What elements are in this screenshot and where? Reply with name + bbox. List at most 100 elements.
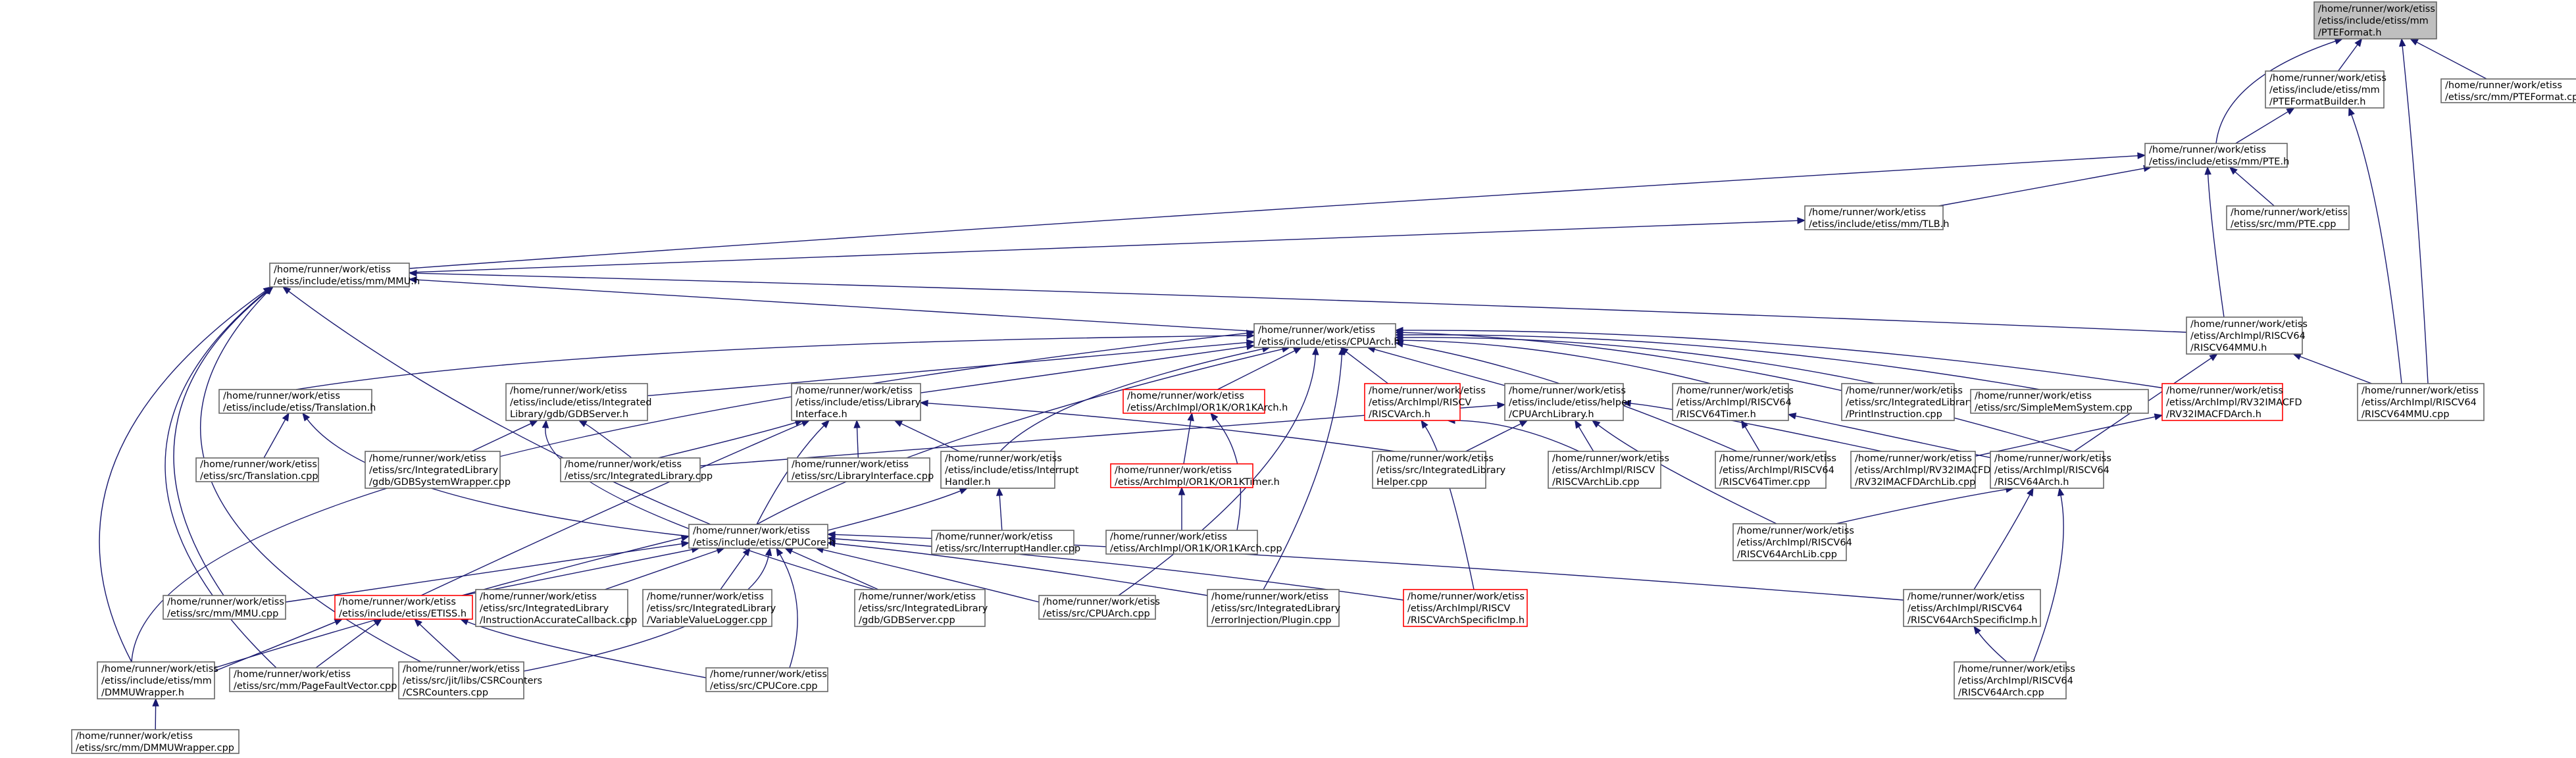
edge-line — [1973, 494, 2031, 590]
dependency-edge-riscv64mmu_h-to-pte_h — [2204, 166, 2225, 318]
edge-line — [420, 422, 803, 596]
file-node-riscvarchlib-cpp[interactable]: /home/runner/work/etiss/etiss/ArchImpl/R… — [1548, 451, 1669, 489]
file-node-rv32imacfdarch-h[interactable]: /home/runner/work/etiss/etiss/ArchImpl/R… — [2161, 383, 2302, 421]
node-box — [505, 383, 648, 421]
arrowhead-icon — [1421, 419, 1428, 429]
file-node-riscv64mmu-h[interactable]: /home/runner/work/etiss/etiss/ArchImpl/R… — [2186, 316, 2308, 355]
file-node-cpucore-cpp[interactable]: /home/runner/work/etiss/etiss/src/CPUCor… — [705, 667, 828, 692]
file-node-csrcounters-cpp[interactable]: /home/runner/work/etiss/etiss/src/jit/li… — [398, 661, 542, 699]
file-node-or1karch-cpp[interactable]: /home/runner/work/etiss/etiss/ArchImpl/O… — [1105, 530, 1282, 555]
edge-line — [214, 621, 336, 672]
file-node-tlb-h[interactable]: /home/runner/work/etiss/etiss/include/et… — [1804, 205, 1949, 230]
dependency-edge-riscv64arch_cpp-to-riscv64archspecificimp_h — [1973, 625, 2008, 663]
arrowhead-icon — [1575, 419, 1582, 429]
node-label-line: /home/runner/work/etiss — [1975, 391, 2092, 401]
file-node-errorinjection-cpp[interactable]: /home/runner/work/etiss/etiss/src/Integr… — [1207, 589, 1341, 627]
file-node-dmmuwrapper-h[interactable]: /home/runner/work/etiss/etiss/include/et… — [97, 661, 218, 699]
node-label-line: /home/runner/work/etiss — [1211, 592, 1328, 602]
file-node-riscv64timer-h[interactable]: /home/runner/work/etiss/etiss/ArchImpl/R… — [1672, 383, 1794, 421]
edge-line — [1402, 334, 2040, 390]
edge-line — [1578, 426, 1594, 452]
edge-line — [467, 621, 707, 678]
arrowhead-icon — [2229, 166, 2238, 175]
file-node-cpuarchlibrary-h[interactable]: /home/runner/work/etiss/etiss/include/et… — [1504, 383, 1631, 421]
file-node-riscv64arch-cpp[interactable]: /home/runner/work/etiss/etiss/ArchImpl/R… — [1954, 661, 2075, 699]
arrowhead-icon — [2292, 353, 2302, 360]
arrowhead-icon — [459, 619, 469, 626]
file-node-rv32imacfdarchlib-cpp[interactable]: /home/runner/work/etiss/etiss/ArchImpl/R… — [1850, 451, 1991, 489]
file-node-pte-cpp[interactable]: /home/runner/work/etiss/etiss/src/mm/PTE… — [2226, 205, 2350, 230]
edge-line — [416, 272, 2187, 333]
file-node-instructionaccuratecallback-cpp[interactable]: /home/runner/work/etiss/etiss/src/Integr… — [475, 589, 637, 627]
node-label-line: /home/runner/work/etiss — [2269, 73, 2387, 84]
arrowhead-icon — [1591, 420, 1601, 428]
edge-line — [1402, 332, 2073, 452]
file-node-gdbserver-cpp[interactable]: /home/runner/work/etiss/etiss/src/Integr… — [854, 589, 988, 627]
file-node-translation-cpp[interactable]: /home/runner/work/etiss/etiss/src/Transl… — [195, 457, 319, 482]
node-label-line: /etiss/src/IntegratedLibrary — [1211, 603, 1341, 614]
node-label-line: /etiss/src/IntegratedLibrary — [647, 603, 776, 614]
node-box — [2440, 78, 2576, 103]
file-node-printinstruction-cpp[interactable]: /home/runner/work/etiss/etiss/src/Integr… — [1841, 383, 1975, 421]
file-node-riscvarchspecificimp-h[interactable]: /home/runner/work/etiss/etiss/ArchImpl/R… — [1403, 589, 1528, 627]
file-node-interrupthandler-h[interactable]: /home/runner/work/etiss/etiss/include/et… — [940, 451, 1079, 489]
edge-line — [2207, 174, 2225, 318]
file-node-or1karch-h[interactable]: /home/runner/work/etiss/etiss/ArchImpl/O… — [1123, 389, 1288, 414]
arrowhead-icon — [801, 420, 811, 427]
file-node-simplememsystem-cpp[interactable]: /home/runner/work/etiss/etiss/src/Simple… — [1970, 389, 2149, 414]
node-label-line: /etiss/ArchImpl/RISCV — [1552, 465, 1655, 476]
node-label-line: /home/runner/work/etiss — [945, 453, 1062, 464]
file-node-libraryinterface-h[interactable]: /home/runner/work/etiss/etiss/include/et… — [791, 383, 921, 421]
file-node-gdbsystemwrapper-cpp[interactable]: /home/runner/work/etiss/etiss/src/Integr… — [365, 451, 511, 489]
node-label-line: /etiss/include/etiss/Interrupt — [945, 465, 1079, 476]
dependency-edge-cpucore_h-to-interrupthandler_h — [827, 488, 969, 531]
arrowhead-icon — [742, 547, 751, 557]
dependency-edge-gdbserver_cpp-to-cpucore_h — [784, 547, 879, 590]
node-box — [229, 667, 393, 692]
file-node-riscv64archspecificimp-h[interactable]: /home/runner/work/etiss/etiss/ArchImpl/R… — [1903, 589, 2041, 627]
arrowhead-icon — [1246, 343, 1255, 351]
file-node-dmmuwrapper-cpp[interactable]: /home/runner/work/etiss/etiss/src/mm/DMM… — [71, 729, 240, 754]
node-label-line: /RV32IMACFDArchLib.cpp — [1855, 477, 1975, 488]
file-node-riscv64archlib-cpp[interactable]: /home/runner/work/etiss/etiss/ArchImpl/R… — [1732, 523, 1854, 561]
file-node-translation-h[interactable]: /home/runner/work/etiss/etiss/include/et… — [218, 389, 376, 414]
arrowhead-icon — [784, 547, 794, 555]
file-node-mmu-cpp[interactable]: /home/runner/work/etiss/etiss/src/mm/MMU… — [163, 595, 286, 620]
edge-line — [756, 348, 1283, 525]
file-node-pteformat-cpp[interactable]: /home/runner/work/etiss/etiss/src/mm/PTE… — [2440, 78, 2576, 103]
file-node-libraryinterface-cpp[interactable]: /home/runner/work/etiss/etiss/src/Librar… — [787, 457, 934, 482]
edge-line — [1744, 426, 1761, 452]
file-node-integratedlibrary-cpp[interactable]: /home/runner/work/etiss/etiss/src/Integr… — [560, 457, 713, 482]
arrowhead-icon — [853, 419, 861, 428]
file-node-pagefaultvector-cpp[interactable]: /home/runner/work/etiss/etiss/src/mm/Pag… — [229, 667, 397, 692]
file-node-etiss-h[interactable]: /home/runner/work/etiss/etiss/include/et… — [334, 595, 473, 620]
file-node-mmu-h[interactable]: /home/runner/work/etiss/etiss/include/et… — [269, 263, 420, 288]
file-node-gdbserver-h[interactable]: /home/runner/work/etiss/etiss/include/et… — [505, 383, 652, 421]
file-node-or1ktimer-h[interactable]: /home/runner/work/etiss/etiss/ArchImpl/O… — [1110, 463, 1280, 488]
dependency-edge-riscv64timer_cpp-to-riscv64timer_h — [1740, 419, 1761, 452]
edge-line — [2215, 40, 2336, 144]
file-node-variablevaluelogger-cpp[interactable]: /home/runner/work/etiss/etiss/src/Integr… — [642, 589, 776, 627]
edge-line — [409, 220, 1798, 273]
file-node-cpuarch-h[interactable]: /home/runner/work/etiss/etiss/include/et… — [1253, 323, 1400, 348]
node-box — [2357, 383, 2485, 421]
edge-line — [263, 419, 286, 459]
file-node-interrupthandler-cpp[interactable]: /home/runner/work/etiss/etiss/src/Interr… — [931, 530, 1080, 555]
file-node-riscv64timer-cpp[interactable]: /home/runner/work/etiss/etiss/ArchImpl/R… — [1715, 451, 1836, 489]
file-node-riscv64mmu-cpp[interactable]: /home/runner/work/etiss/etiss/ArchImpl/R… — [2357, 383, 2485, 421]
node-box — [97, 661, 215, 699]
file-node-pteformat-h[interactable]: /home/runner/work/etiss/etiss/include/et… — [2313, 1, 2437, 39]
file-node-cpucore-h[interactable]: /home/runner/work/etiss/etiss/include/et… — [688, 524, 835, 549]
node-box — [854, 589, 986, 627]
node-label-line: /etiss/include/etiss/Library — [796, 397, 921, 408]
node-label-line: /etiss/src/mm/PTE.cpp — [2231, 219, 2336, 230]
file-node-riscvarch-h[interactable]: /home/runner/work/etiss/etiss/ArchImpl/R… — [1364, 383, 1486, 421]
edge-line — [779, 554, 798, 669]
file-node-cpuarch-cpp[interactable]: /home/runner/work/etiss/etiss/src/CPUArc… — [1038, 595, 1160, 620]
file-node-pteformatbuilder-h[interactable]: /home/runner/work/etiss/etiss/include/et… — [2265, 70, 2387, 109]
file-node-integratedlibraryhelper-cpp[interactable]: /home/runner/work/etiss/etiss/src/Integr… — [1372, 451, 1506, 489]
file-node-pte-h[interactable]: /home/runner/work/etiss/etiss/include/et… — [2144, 143, 2289, 168]
node-label-line: Handler.h — [945, 477, 991, 488]
file-node-riscv64arch-h[interactable]: /home/runner/work/etiss/etiss/ArchImpl/R… — [1990, 451, 2111, 489]
node-label-line: /home/runner/work/etiss — [200, 459, 317, 470]
